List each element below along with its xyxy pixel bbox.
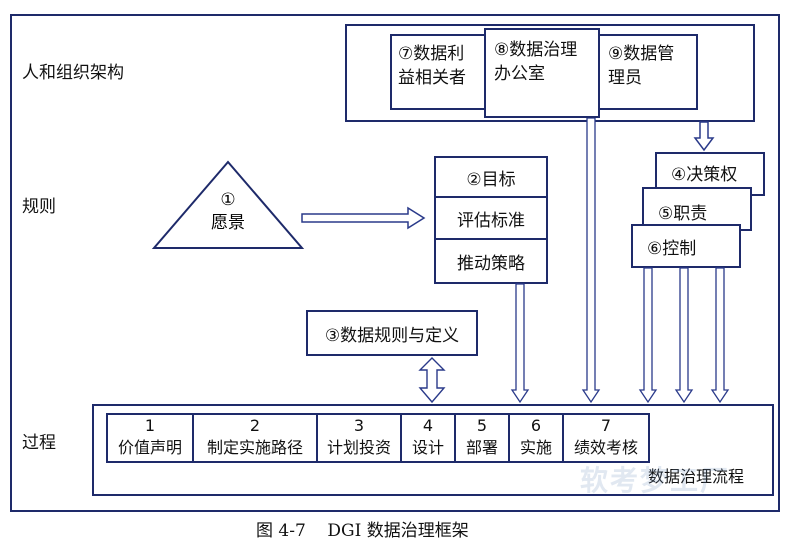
- rules-process-double-arrow: [418, 357, 446, 404]
- step-1-label: 价值声明: [117, 438, 182, 457]
- rights-to-process-arrows: [638, 267, 730, 404]
- step-5: 5 部署: [456, 415, 510, 461]
- step-7-num: 7: [600, 416, 612, 435]
- metrics-label: 评估标准: [457, 210, 525, 231]
- step-7-label: 绩效考核: [573, 438, 638, 457]
- duty-box: ⑤职责: [642, 187, 752, 231]
- step-2-label: 制定实施路径: [206, 438, 303, 457]
- goal-label: ②目标: [466, 169, 516, 190]
- vision-label: 愿景: [211, 213, 245, 233]
- vision-triangle: [151, 160, 305, 249]
- office-line2: 办公室: [494, 64, 545, 84]
- strategy-box: 推动策略: [434, 238, 548, 284]
- goal-box: ②目标: [434, 156, 548, 198]
- step-4: 4 设计: [402, 415, 456, 461]
- duty-label: ⑤职责: [658, 204, 708, 224]
- layer-label-people: 人和组织架构: [22, 63, 124, 83]
- step-6: 6 实施: [510, 415, 564, 461]
- strategy-to-process-arrow: [510, 283, 530, 404]
- stakeholders-line1: ⑦数据利: [398, 44, 465, 64]
- step-7: 7 绩效考核: [564, 415, 648, 461]
- figure-caption: 图 4-7 DGI 数据治理框架: [256, 521, 469, 541]
- layer-label-rules: 规则: [22, 197, 56, 217]
- step-3-num: 3: [353, 416, 365, 435]
- step-1: 1 价值声明: [108, 415, 194, 461]
- layer-label-process: 过程: [22, 433, 56, 453]
- stakeholders-box: ⑦数据利 益相关者: [390, 34, 488, 110]
- watermark-text: 软考梦工厂: [580, 464, 731, 497]
- vision-number: ①: [220, 190, 235, 210]
- data-rules-box: ③数据规则与定义: [306, 310, 478, 356]
- step-4-num: 4: [422, 416, 434, 435]
- vision-to-goals-arrow: [301, 206, 426, 230]
- office-to-process-arrow: [581, 117, 601, 404]
- data-stewards-box: ⑨数据管 理员: [598, 34, 698, 110]
- data-rules-label: ③数据规则与定义: [324, 325, 460, 346]
- step-6-num: 6: [530, 416, 542, 435]
- step-3: 3 计划投资: [318, 415, 402, 461]
- step-2: 2 制定实施路径: [194, 415, 318, 461]
- step-6-label: 实施: [519, 438, 552, 457]
- governance-office-box: ⑧数据治理 办公室: [484, 28, 600, 118]
- strategy-label: 推动策略: [457, 253, 525, 274]
- step-3-label: 计划投资: [326, 438, 391, 457]
- control-box: ⑥控制: [631, 224, 741, 268]
- stewards-to-rights-arrow: [693, 121, 715, 152]
- decision-rights-label: ④决策权: [671, 165, 738, 185]
- step-1-num: 1: [144, 416, 156, 435]
- process-title: 数据治理流程: [648, 467, 745, 486]
- stakeholders-line2: 益相关者: [398, 68, 466, 88]
- stewards-line2: 理员: [608, 68, 642, 88]
- step-4-label: 设计: [411, 438, 444, 457]
- step-5-label: 部署: [465, 438, 498, 457]
- stewards-line1: ⑨数据管: [608, 44, 675, 64]
- step-5-num: 5: [476, 416, 488, 435]
- process-steps: 1 价值声明 2 制定实施路径 3 计划投资 4 设计 5 部署 6 实施 7 …: [106, 413, 650, 463]
- control-label: ⑥控制: [647, 239, 697, 259]
- step-2-num: 2: [249, 416, 261, 435]
- office-line1: ⑧数据治理: [494, 40, 578, 60]
